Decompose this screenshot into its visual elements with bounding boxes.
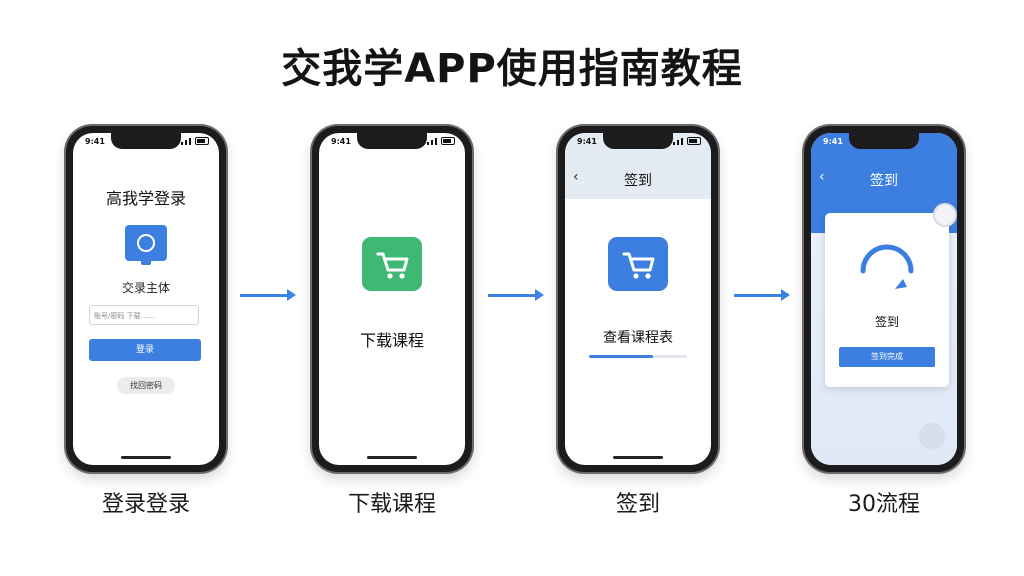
phone-login: 9:41 高我学登录 交录主体 账号/密码 下载…… 登录 找回密码 [66,126,226,472]
back-chevron-icon[interactable]: ‹ [819,169,825,185]
phone-notch [357,133,427,149]
phone-screen: 9:41 ‹ 签到 签到 签到完成 [811,133,957,465]
phone-download: 9:41 下载课程 [312,126,472,472]
phone-notch [849,133,919,149]
progress-bar [589,355,687,358]
phone-checkin: 9:41 ‹ 签到 查看课程表 [558,126,718,472]
step-caption-2: 下载课程 [347,492,436,517]
cart-icon[interactable] [608,237,668,291]
arrow-right-icon [488,289,544,301]
card-label: 签到 [874,315,899,329]
gauge-icon [860,244,914,289]
status-icons [181,137,209,145]
status-icons [673,137,701,145]
phone-notch [603,133,673,149]
status-time: 9:41 [577,137,597,146]
page-title: 交我学APP使用指南教程 [281,46,743,92]
status-time: 9:41 [85,137,105,146]
download-label: 下载课程 [359,331,424,350]
status-icons [427,137,455,145]
home-indicator [367,456,417,459]
arrow-right-icon [734,289,790,301]
battery-icon [195,137,209,145]
phone-complete: 9:41 ‹ 签到 签到 签到完成 [804,126,964,472]
monitor-icon [125,225,167,265]
arrow-right-icon [240,289,296,301]
step-caption-1: 登录登录 [101,492,190,517]
phone-notch [111,133,181,149]
login-subtitle: 交录主体 [121,281,170,295]
back-chevron-icon[interactable]: ‹ [573,169,579,185]
cart-icon[interactable] [362,237,422,291]
account-input[interactable]: 账号/密码 下载…… [89,305,199,325]
course-label: 查看课程表 [603,330,673,346]
phone-screen: 9:41 ‹ 签到 查看课程表 [565,133,711,465]
header-title: 签到 [870,173,898,189]
home-indicator [121,456,171,459]
pen-icon[interactable] [919,423,945,449]
close-icon[interactable] [933,203,957,227]
recover-password-button[interactable]: 找回密码 [117,377,175,394]
login-button[interactable]: 登录 [89,339,201,361]
home-indicator [613,456,663,459]
progress-fill [589,355,653,358]
login-screen-title: 高我学登录 [105,189,186,208]
status-time: 9:41 [823,137,843,146]
battery-icon [441,137,455,145]
phone-screen: 9:41 下载课程 [319,133,465,465]
step-caption-3: 签到 [615,492,660,517]
header-title: 签到 [624,173,652,189]
checkin-card: 签到 签到完成 [825,203,957,387]
phone-screen: 9:41 高我学登录 交录主体 账号/密码 下载…… 登录 找回密码 [73,133,219,465]
battery-icon [687,137,701,145]
step-caption-4: 30流程 [848,492,920,517]
checkin-complete-button[interactable]: 签到完成 [839,347,935,367]
status-time: 9:41 [331,137,351,146]
